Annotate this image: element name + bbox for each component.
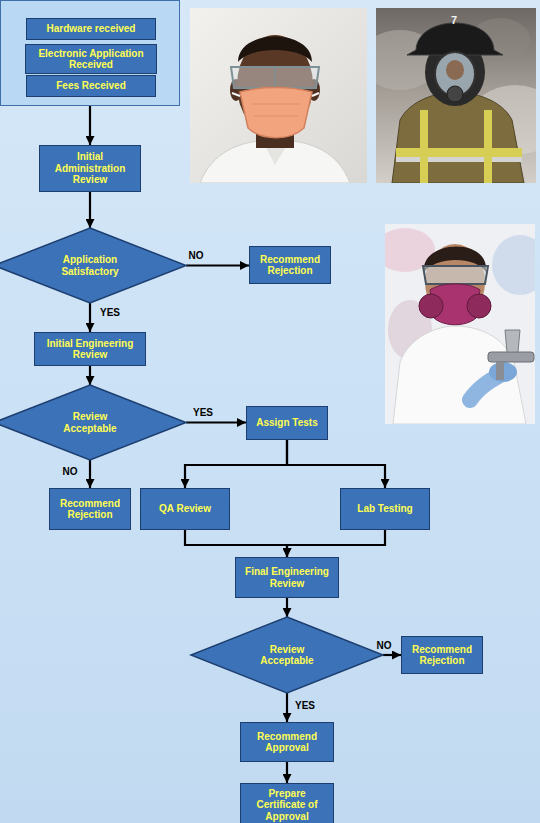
node-label: Lab Testing (357, 503, 412, 515)
branch-label: YES (193, 407, 213, 419)
branch-label: NO (63, 466, 78, 478)
photo-part (447, 86, 463, 102)
node-label: Fees Received (56, 80, 126, 92)
photo-part (505, 330, 520, 352)
flow-arrow (286, 762, 288, 783)
node-label: Initial Administration Review (44, 151, 136, 186)
flow-arrow (287, 440, 385, 488)
photo-part (488, 352, 534, 362)
flow-arrow (185, 440, 287, 488)
decision-diamond: Application Satisfactory (0, 228, 186, 303)
process-box: Initial Engineering Review (34, 332, 146, 366)
flow-arrow (287, 530, 385, 557)
photo-part (419, 294, 443, 318)
process-box: Recommend Rejection (49, 488, 131, 530)
node-label: Final Engineering Review (240, 566, 334, 589)
input-panel: Hardware receivedElectronic Application … (0, 0, 180, 106)
photo-part (252, 104, 300, 105)
diamond-shape (191, 617, 383, 693)
photo-mask-worker (190, 8, 367, 183)
node-label: Assign Tests (256, 417, 318, 429)
node-label: Recommend Rejection (54, 498, 126, 521)
photo-firefighter (376, 8, 536, 183)
photo-part (467, 294, 491, 318)
flow-arrow (186, 264, 249, 266)
process-box: Fees Received (26, 75, 156, 97)
node-label: Electronic Application Received (30, 48, 152, 71)
flow-arrow (89, 106, 91, 145)
photo-part (312, 93, 319, 96)
flow-arrow (89, 460, 91, 488)
process-box: Electronic Application Received (25, 44, 157, 74)
process-box: Recommend Rejection (401, 636, 483, 674)
node-label: Recommend Rejection (406, 644, 478, 667)
photo-part (420, 110, 428, 183)
photo-part (274, 67, 276, 88)
flow-arrow (286, 598, 288, 617)
node-label: Review Acceptable (45, 411, 135, 434)
process-box: Assign Tests (246, 406, 328, 440)
photo-part (190, 8, 367, 183)
node-label: Hardware received (47, 23, 136, 35)
node-label: Initial Engineering Review (39, 338, 141, 361)
photo-part (254, 116, 298, 117)
photo-part (396, 148, 522, 157)
photo-part (407, 23, 503, 55)
photo-part (232, 93, 240, 96)
process-box: Lab Testing (340, 488, 430, 530)
process-box: Hardware received (26, 18, 156, 40)
photo-part (393, 326, 526, 424)
process-box: Prepare Certificate of Approval (240, 783, 334, 823)
flow-arrow (286, 693, 288, 722)
helmet-number: 7 (451, 14, 457, 27)
photo-part (496, 362, 504, 380)
branch-label: YES (100, 307, 120, 319)
diamond-shape (0, 228, 186, 303)
process-box: QA Review (140, 488, 230, 530)
branch-label: YES (295, 700, 315, 712)
photo-part (446, 60, 464, 80)
branch-label: NO (189, 250, 204, 262)
node-label: Recommend Rejection (254, 254, 326, 277)
process-box: Initial Administration Review (39, 145, 141, 192)
node-label: Recommend Approval (245, 731, 329, 754)
diamond-shape (0, 385, 186, 460)
flow-arrow (89, 192, 91, 228)
flow-arrow (186, 421, 246, 423)
node-label: Prepare Certificate of Approval (245, 788, 329, 823)
flow-arrow (185, 530, 287, 557)
photo-part (484, 110, 492, 183)
flow-arrow (89, 303, 91, 332)
branch-label: NO (377, 640, 392, 652)
process-box: Final Engineering Review (235, 557, 339, 598)
process-box: Recommend Rejection (249, 246, 331, 284)
photo-part (231, 67, 319, 88)
photo-part (423, 266, 488, 284)
photo-part (396, 157, 522, 162)
process-box: Recommend Approval (240, 722, 334, 762)
photo-part (489, 362, 517, 382)
node-label: QA Review (159, 503, 211, 515)
flow-arrow (383, 654, 401, 656)
photo-spray-painter (385, 224, 535, 424)
photo-part (492, 235, 535, 295)
node-label: Review Acceptable (242, 644, 332, 667)
photo-part (238, 37, 312, 63)
flow-arrow (89, 366, 91, 385)
photo-part (240, 88, 312, 138)
node-label: Application Satisfactory (45, 254, 135, 277)
decision-diamond: Review Acceptable (191, 617, 383, 693)
decision-diamond: Review Acceptable (0, 385, 186, 460)
